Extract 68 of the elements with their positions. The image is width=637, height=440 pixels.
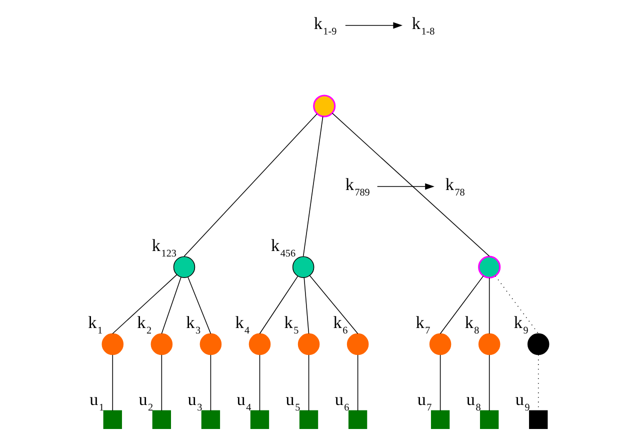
connector xyxy=(161,276,182,334)
node-label: k$_{9}$ xyxy=(514,312,528,336)
connector xyxy=(304,277,310,334)
node-label: k$_{6}$ xyxy=(333,312,348,336)
connector xyxy=(188,276,212,334)
node-circle xyxy=(292,256,314,278)
node-text: k$_{78}$ xyxy=(445,175,465,199)
node-label: u$_{4}$ xyxy=(236,390,252,414)
node-label: k$_{456}$ xyxy=(271,236,296,260)
connector xyxy=(332,112,490,257)
connector xyxy=(309,275,358,334)
node-label: u$_{1}$ xyxy=(90,390,104,414)
node-text: k$_{789}$ xyxy=(345,175,370,199)
node-circle xyxy=(429,333,452,356)
node-circle xyxy=(298,333,320,356)
node-box xyxy=(299,410,318,429)
node-circle xyxy=(478,256,501,278)
connector xyxy=(259,276,298,334)
connector xyxy=(440,276,484,334)
connector xyxy=(161,354,162,412)
node-box xyxy=(250,410,270,429)
node-circle xyxy=(313,94,336,118)
connector xyxy=(184,113,318,257)
node-box xyxy=(529,410,548,429)
node-label: k$_{5}$ xyxy=(284,312,299,336)
node-text: k$_{1-8}$ xyxy=(412,14,435,38)
node-box xyxy=(201,410,220,429)
connector xyxy=(440,354,441,412)
node-label: u$_{8}$ xyxy=(466,390,481,414)
node-circle xyxy=(102,333,124,356)
connector xyxy=(259,354,260,412)
node-text: k$_{1-9}$ xyxy=(314,14,337,38)
connector xyxy=(488,354,490,412)
arrow xyxy=(376,183,434,190)
connector xyxy=(302,116,324,257)
node-box xyxy=(430,410,450,429)
arrow xyxy=(345,22,403,29)
node-box xyxy=(348,410,368,429)
node-label: k$_{7}$ xyxy=(416,312,430,336)
node-circle xyxy=(527,333,550,356)
connector xyxy=(357,354,358,412)
node-label: u$_{5}$ xyxy=(286,390,300,414)
connector xyxy=(112,354,114,412)
node-box xyxy=(480,410,499,429)
node-circle xyxy=(346,333,369,356)
node-circle xyxy=(248,333,271,356)
connector xyxy=(112,274,178,334)
node-label: u$_{9}$ xyxy=(515,390,530,414)
node-circle xyxy=(200,333,222,356)
node-circle xyxy=(150,333,173,356)
node-label: k$_{3}$ xyxy=(186,312,201,336)
node-label: k$_{8}$ xyxy=(464,312,480,336)
node-label: u$_{7}$ xyxy=(417,390,432,414)
node-label: k$_{1}$ xyxy=(88,312,103,336)
node-label: k$_{4}$ xyxy=(235,312,250,336)
node-box xyxy=(152,410,171,429)
node-box xyxy=(103,410,122,429)
node-label: u$_{2}$ xyxy=(138,390,154,414)
node-label: k$_{123}$ xyxy=(152,236,176,260)
connector xyxy=(488,277,490,334)
node-label: u$_{6}$ xyxy=(334,390,350,414)
node-label: u$_{3}$ xyxy=(188,390,202,414)
connector xyxy=(494,276,539,334)
connector xyxy=(308,354,310,412)
node-circle xyxy=(478,333,500,356)
node-label: k$_{2}$ xyxy=(137,312,152,336)
connector xyxy=(210,354,212,412)
node-circle xyxy=(173,256,196,278)
